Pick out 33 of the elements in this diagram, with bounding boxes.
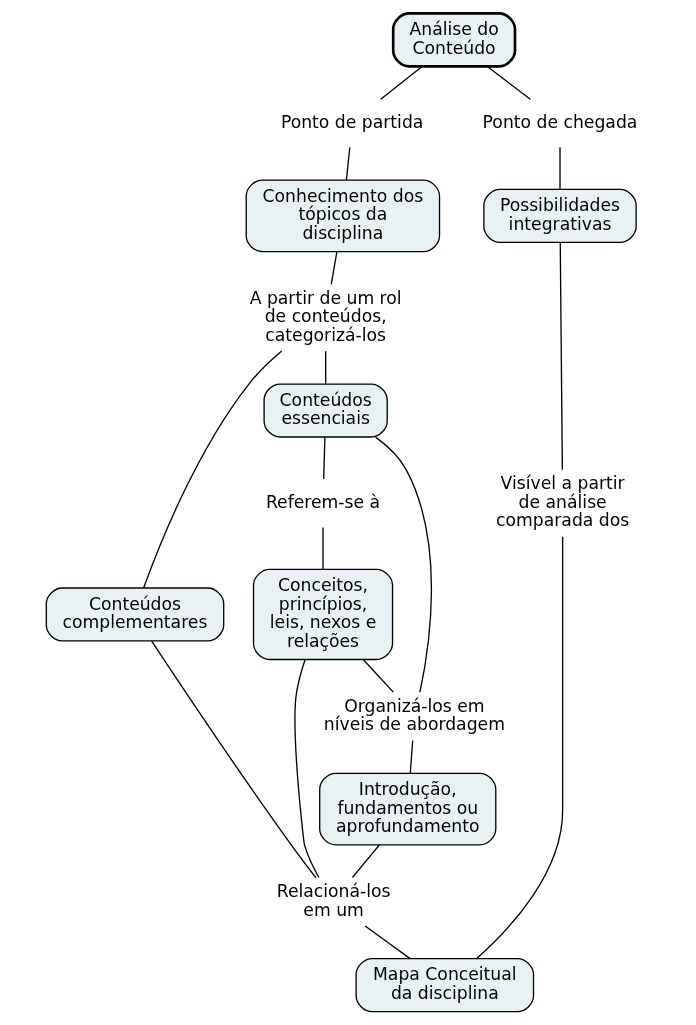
node-text: Organizá-los em níveis de abordagem — [323, 695, 505, 735]
node-text: A partir de um rol de conteúdos, categorizá-los — [249, 287, 402, 345]
node-box: Conteúdos essenciais — [262, 383, 388, 438]
connector — [475, 536, 563, 960]
connector — [362, 658, 394, 693]
connector — [364, 925, 411, 960]
connector — [150, 640, 317, 879]
connector — [345, 146, 350, 181]
node-text: Ponto de partida — [280, 111, 423, 132]
connector — [142, 350, 282, 589]
connector — [322, 436, 326, 480]
node-box: Mapa Conceitual da disciplina — [354, 958, 534, 1013]
connector — [330, 251, 337, 285]
connector — [324, 350, 326, 385]
connector — [374, 436, 432, 694]
node-box: Possibilidades integrativas — [482, 188, 637, 244]
connector — [558, 146, 561, 190]
connector — [379, 66, 422, 100]
node-box: Conceitos, princípios, leis, nexos e relações — [252, 568, 393, 661]
connector — [293, 659, 320, 879]
node-box: Conhecimento dos tópicos da disciplina — [245, 179, 440, 253]
node-box: Introdução, fundamentos ou aprofundamento — [318, 772, 496, 846]
node-text: Ponto de chegada — [482, 111, 637, 132]
connector — [486, 66, 531, 100]
node-box: Análise do Conteúdo — [391, 12, 516, 68]
node-text: Referem-se à — [265, 491, 380, 512]
connector — [321, 526, 324, 570]
node-box: Conteúdos complementares — [45, 587, 224, 642]
connector — [351, 844, 380, 879]
node-text: Relacioná-los em um — [276, 880, 390, 920]
node-text: Visível a partir de análise comparada dos — [495, 473, 629, 531]
connector — [409, 739, 413, 774]
connector — [559, 241, 563, 471]
